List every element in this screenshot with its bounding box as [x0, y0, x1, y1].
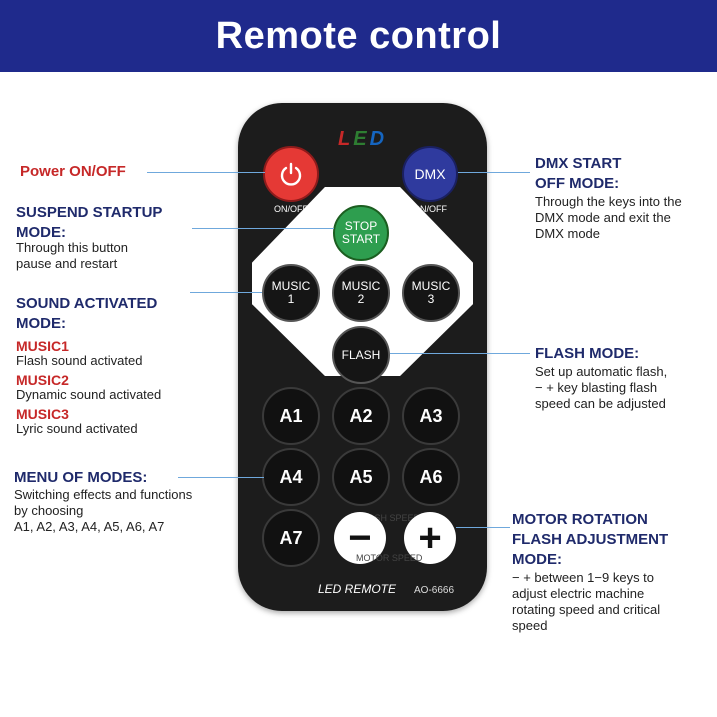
leader-dmx [458, 172, 530, 173]
plus-button[interactable]: + [404, 512, 456, 564]
motor-speed-label: MOTOR SPEED [356, 553, 423, 563]
music-1-label: MUSIC [271, 279, 311, 293]
motor-desc: − + between 1−9 keys to adjust electric … [512, 570, 661, 633]
flash-speed-label: FLASH SPEED [358, 513, 421, 523]
power-annotation: Power ON/OFF [20, 163, 126, 180]
music-2-number: 2 [357, 292, 365, 306]
power-label: ON/OFF [274, 204, 308, 214]
menu-heading: MENU OF MODES: [14, 469, 148, 486]
dmx-desc: Through the keys into the DMX mode and e… [535, 194, 682, 241]
stop-label: STOP [344, 219, 378, 233]
music3-desc: Lyric sound activated [16, 421, 138, 436]
music-1-number: 1 [287, 292, 295, 306]
a2-label: A2 [349, 405, 373, 426]
a4-label: A4 [279, 466, 303, 487]
music-2-button[interactable]: MUSIC 2 [332, 264, 390, 322]
flash-button[interactable]: FLASH [332, 326, 390, 384]
a7-label: A7 [279, 527, 303, 548]
minus-icon: − [348, 516, 372, 560]
a2-button[interactable]: A2 [332, 387, 390, 445]
a6-label: A6 [419, 466, 443, 487]
model-number: AO-6666 [414, 585, 455, 596]
music-3-button[interactable]: MUSIC 3 [402, 264, 460, 322]
page-title: Remote control [215, 14, 502, 57]
flash-heading: FLASH MODE: [535, 345, 640, 362]
plus-icon: + [418, 516, 442, 560]
minus-button[interactable]: − [334, 512, 386, 564]
leader-motor [456, 527, 510, 528]
power-icon [280, 162, 302, 186]
suspend-desc: Through this button pause and restart [16, 240, 129, 271]
dmx-heading: DMX START OFF MODE: [535, 155, 622, 192]
a7-button[interactable]: A7 [262, 509, 320, 567]
a3-label: A3 [419, 405, 443, 426]
suspend-heading: SUSPEND STARTUP MODE: [16, 204, 163, 241]
led-logo: LED [338, 128, 388, 150]
music2-title: MUSIC2 [16, 372, 69, 388]
music-3-number: 3 [427, 292, 435, 306]
a3-button[interactable]: A3 [402, 387, 460, 445]
title-banner: Remote control [0, 0, 717, 72]
dmx-button[interactable]: DMX [402, 146, 458, 202]
menu-desc: Switching effects and functions by choos… [14, 487, 193, 534]
stop-start-button[interactable]: STOP START [333, 205, 389, 261]
music-1-button[interactable]: MUSIC 1 [262, 264, 320, 322]
flash-desc: Set up automatic flash, − + key blasting… [535, 364, 668, 411]
a6-button[interactable]: A6 [402, 448, 460, 506]
leader-power [147, 172, 265, 173]
start-label: START [341, 232, 381, 246]
music1-desc: Flash sound activated [16, 353, 143, 368]
music3-title: MUSIC3 [16, 406, 69, 422]
a1-label: A1 [279, 405, 303, 426]
music1-title: MUSIC1 [16, 338, 69, 354]
leader-flash [390, 353, 530, 354]
a5-label: A5 [349, 466, 373, 487]
dmx-label: ON/OFF [413, 204, 447, 214]
a5-button[interactable]: A5 [332, 448, 390, 506]
music2-desc: Dynamic sound activated [16, 387, 162, 402]
music-2-label: MUSIC [341, 279, 381, 293]
a1-button[interactable]: A1 [262, 387, 320, 445]
motor-heading: MOTOR ROTATION FLASH ADJUSTMENT MODE: [512, 511, 669, 568]
led-remote-label: LED REMOTE [318, 582, 397, 596]
flash-button-label: FLASH [341, 347, 381, 362]
leader-suspend [192, 228, 334, 229]
leader-menu [178, 477, 264, 478]
leader-sound [190, 292, 262, 293]
music-3-label: MUSIC [411, 279, 451, 293]
a4-button[interactable]: A4 [262, 448, 320, 506]
dmx-button-label: DMX [414, 166, 446, 182]
power-button[interactable] [263, 146, 319, 202]
sound-heading: SOUND ACTIVATED MODE: [16, 295, 158, 332]
